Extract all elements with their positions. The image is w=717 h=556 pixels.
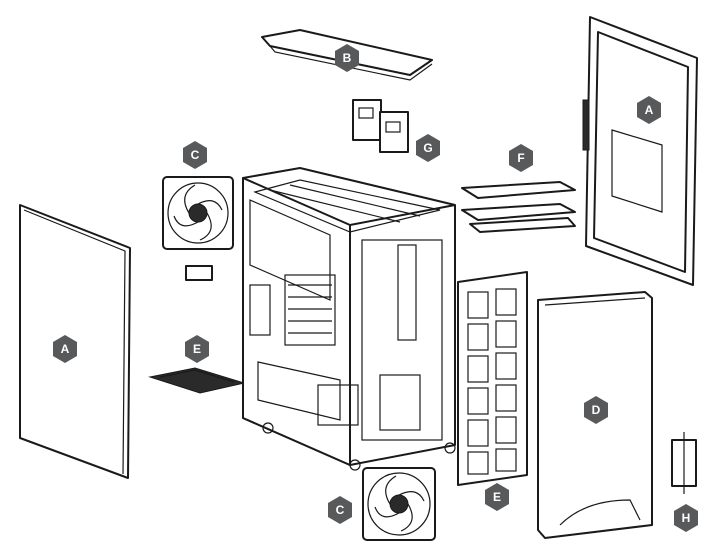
callout-c-bottom: C xyxy=(328,496,352,524)
callout-c-top: C xyxy=(183,141,207,169)
svg-text:C: C xyxy=(191,148,200,162)
callout-g: G xyxy=(416,134,440,162)
callout-a-right: A xyxy=(637,96,661,124)
ssd-trays xyxy=(461,181,576,233)
dust-filter-front xyxy=(457,271,528,486)
callout-f: F xyxy=(509,144,533,172)
svg-text:B: B xyxy=(343,51,352,65)
callout-b: B xyxy=(335,44,359,72)
callout-d: D xyxy=(584,396,608,424)
clip-part xyxy=(185,265,213,281)
chassis xyxy=(242,167,456,471)
fan-top xyxy=(162,176,234,250)
svg-text:G: G xyxy=(423,141,432,155)
fan-bottom xyxy=(362,467,436,541)
svg-text:E: E xyxy=(193,342,201,356)
callout-e-bottom: E xyxy=(485,483,509,511)
drive-brackets xyxy=(352,99,409,153)
svg-text:A: A xyxy=(645,103,654,117)
callout-h: H xyxy=(674,504,698,532)
right-side-panel xyxy=(582,16,698,286)
svg-text:F: F xyxy=(517,151,524,165)
callout-e-left: E xyxy=(185,335,209,363)
svg-text:H: H xyxy=(682,511,691,525)
svg-text:D: D xyxy=(592,403,601,417)
svg-text:C: C xyxy=(336,503,345,517)
svg-text:A: A xyxy=(61,342,70,356)
svg-text:E: E xyxy=(493,490,501,504)
dust-filter-bottom xyxy=(148,367,246,394)
callout-a-left: A xyxy=(53,335,77,363)
hinge xyxy=(671,432,697,494)
